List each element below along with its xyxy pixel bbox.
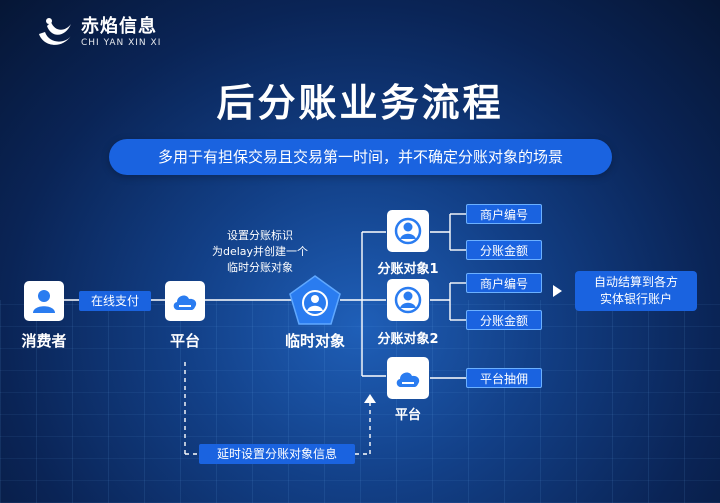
delay-note: 设置分账标识 为delay并创建一个 临时分账对象 — [200, 228, 320, 276]
page-title: 后分账业务流程 — [216, 81, 504, 125]
object1-label: 分账对象1 — [377, 262, 439, 277]
platform-label: 平台 — [169, 332, 200, 350]
cloud-icon — [173, 295, 197, 310]
commission-tag: 平台抽佣 — [466, 368, 542, 388]
settlement-result-box: 自动结算到各方 实体银行账户 — [575, 271, 697, 311]
user-circle-icon — [302, 290, 328, 316]
object2-amount-tag: 分账金额 — [466, 310, 542, 330]
platform2-label: 平台 — [394, 408, 421, 423]
arrow-right-icon — [553, 285, 562, 297]
brand-name-en: CHI YAN XIN XI — [81, 38, 162, 48]
online-payment-tag: 在线支付 — [79, 291, 151, 311]
consumer-label: 消费者 — [21, 332, 67, 350]
cloud-icon — [396, 372, 420, 387]
object2-merchant-no-tag: 商户编号 — [466, 273, 542, 293]
brand-name-cn: 赤焰信息 — [81, 16, 157, 37]
brand-logo: 赤焰信息 CHI YAN XIN XI — [35, 16, 161, 50]
temp-object-label: 临时对象 — [284, 332, 345, 350]
temp-object-node — [289, 275, 341, 325]
object1-amount-tag: 分账金额 — [466, 240, 542, 260]
delay-note-line3: 临时分账对象 — [227, 261, 293, 274]
delay-setting-tag: 延时设置分账对象信息 — [199, 444, 355, 464]
subtitle-pill: 多用于有担保交易且交易第一时间，并不确定分账对象的场景 — [109, 139, 612, 175]
result-line1: 自动结算到各方 — [593, 275, 678, 289]
object2-node — [387, 279, 429, 321]
chiyan-logo-icon — [39, 18, 71, 45]
delay-note-line1: 设置分账标识 — [227, 229, 293, 242]
object2-label: 分账对象2 — [377, 332, 439, 347]
platform2-node — [387, 357, 429, 399]
platform-node — [165, 281, 205, 321]
user-circle-icon — [394, 286, 422, 314]
user-circle-icon — [394, 217, 422, 245]
consumer-node — [24, 281, 64, 321]
user-icon — [33, 290, 55, 313]
object1-node — [387, 210, 429, 252]
delay-note-line2: 为delay并创建一个 — [211, 245, 309, 258]
result-line2: 实体银行账户 — [599, 292, 672, 306]
object1-merchant-no-tag: 商户编号 — [466, 204, 542, 224]
background-grid — [0, 300, 720, 503]
